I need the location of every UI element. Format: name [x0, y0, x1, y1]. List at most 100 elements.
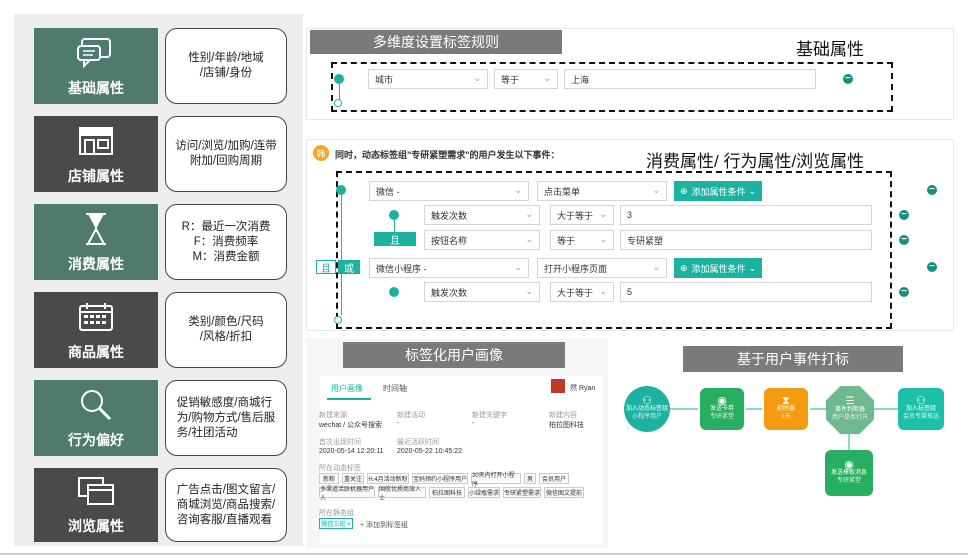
tab-profile[interactable]: 用户画像 — [331, 384, 363, 393]
field-label: 最近活跃时间 — [397, 439, 439, 446]
field-label: 新建活动 — [397, 412, 425, 419]
tag-chip[interactable]: 男 — [524, 473, 536, 484]
cond-field-select[interactable]: 触发次数⌄ — [424, 282, 540, 302]
store-icon — [74, 124, 118, 158]
chevron-down-icon: ⌄ — [525, 234, 533, 244]
windows-icon — [74, 474, 118, 508]
profile-card — [320, 376, 602, 544]
remove-icon[interactable]: − — [843, 74, 853, 84]
remove-icon[interactable]: − — [899, 235, 909, 245]
category-store[interactable]: 店铺属性 — [34, 116, 158, 192]
flow-title: 基于用户事件打标 — [683, 346, 903, 372]
tab-timeline[interactable]: 时间轴 — [383, 384, 407, 393]
event-dashed-box — [336, 171, 892, 329]
or-toggle[interactable]: 或 — [338, 260, 360, 275]
cond-value-input[interactable]: 3 — [620, 205, 872, 225]
field-value: wechat / 公众号搜索 — [319, 422, 383, 429]
category-basic[interactable]: 基础属性 — [34, 28, 158, 104]
remove-icon[interactable]: − — [927, 185, 937, 195]
tag-chip[interactable]: 30天内打开小程序 — [471, 473, 521, 488]
tag-chip[interactable]: 小绿瓶需求 — [468, 487, 500, 498]
chevron-down-icon: ⌄ — [748, 185, 757, 196]
value-input[interactable]: 上海 — [564, 69, 816, 89]
chevron-down-icon: ⌄ — [514, 185, 522, 195]
field-label: 首次出现时间 — [319, 439, 361, 446]
flow-arrow — [746, 408, 762, 410]
add-condition-button[interactable]: ⊕添加属性条件⌄ — [674, 181, 762, 201]
category-desc: 性别/年龄/地域/店铺/身份 — [165, 28, 287, 104]
tag-chip[interactable]: 柏拉图科技 — [429, 487, 465, 498]
cond-op-select[interactable]: 大于等于⌄ — [550, 205, 614, 225]
flow-arrow — [670, 408, 698, 410]
cond-op-select[interactable]: 等于⌄ — [550, 230, 614, 250]
add-condition-button[interactable]: ⊕添加属性条件⌄ — [674, 258, 762, 278]
tag-chip[interactable]: 专研紧塑需求 — [503, 487, 541, 498]
add-rule-icon[interactable] — [334, 99, 342, 107]
event-attr-label: 消费属性/ 行为属性/浏览属性 — [646, 152, 865, 171]
hourglass-icon: ⧗ — [782, 395, 790, 407]
tag-chip[interactable]: 国航优质商旅人士 — [378, 487, 426, 502]
flow-node-event-judge[interactable]: ☰ 事件判断器用户是否打开 — [826, 386, 874, 434]
operator-select[interactable]: 等于⌄ — [494, 69, 558, 89]
flow-node-send-template[interactable]: ◉ 发送模板消息专研紧塑 — [825, 450, 873, 496]
remove-icon[interactable]: − — [927, 262, 937, 272]
plus-icon: ⊕ — [680, 185, 688, 196]
category-consume[interactable]: 消费属性 — [34, 204, 158, 280]
bottom-divider — [0, 553, 968, 555]
basic-dashed-box — [331, 62, 893, 112]
rule-panel-title: 多维度设置标签规则 — [310, 30, 562, 54]
field-select[interactable]: 城市⌄ — [368, 69, 488, 89]
flow-node-join-group[interactable]: ⚇ 加入标签组会员专属推送 — [898, 388, 944, 430]
chevron-down-icon: ⌄ — [525, 286, 533, 296]
tag-chip[interactable]: 会员用户 — [539, 473, 569, 484]
event-source-select[interactable]: 微信小程序 -⌄ — [369, 258, 529, 278]
tag-chip[interactable]: 微信图文提前 — [544, 487, 584, 498]
cond-connector — [394, 220, 395, 234]
tag-chip[interactable]: 重关注 — [342, 473, 364, 484]
field-value: - — [472, 420, 475, 427]
tag-chip[interactable]: 新粉 — [319, 473, 339, 484]
remove-icon[interactable]: − — [899, 287, 909, 297]
static-group-chip[interactable]: 微信三班 × — [319, 518, 353, 529]
static-group-label: 所在静态组 — [319, 510, 354, 517]
and-toggle[interactable]: 且 — [374, 232, 416, 247]
category-browse[interactable]: 浏览属性 — [34, 468, 158, 542]
tag-chip[interactable]: 多渠道活跃机器用户人 — [319, 487, 375, 502]
field-label: 新建来源 — [319, 412, 347, 419]
category-goods[interactable]: 商品属性 — [34, 292, 158, 368]
category-label: 基础属性 — [68, 80, 124, 96]
event-badge-icon: 韩 — [313, 145, 329, 161]
category-desc: 广告点击/图文留言/商城浏览/商品搜索/咨询客服/直播观看 — [165, 468, 287, 542]
field-value: - — [397, 420, 400, 427]
event-action-select[interactable]: 打开小程序页面⌄ — [537, 258, 667, 278]
chevron-down-icon: ⌄ — [599, 234, 607, 244]
category-label: 商品属性 — [68, 344, 124, 360]
cond-field-select[interactable]: 按钮名称⌄ — [424, 230, 540, 250]
remove-icon[interactable]: − — [899, 210, 909, 220]
flow-node-join-dynamic[interactable]: ⚇ 加入动态标签组小程序用户 — [624, 386, 670, 432]
cond-field-select[interactable]: 触发次数⌄ — [424, 205, 540, 225]
cond-value-input[interactable]: 5 — [620, 282, 872, 302]
user-name: 然 Ryan — [570, 385, 596, 392]
tag-chip[interactable]: H.4月活动新粉 — [367, 473, 409, 484]
flow-node-send-coupon[interactable]: ◉ 发送卡券专研紧塑 — [700, 388, 744, 430]
cond-op-select[interactable]: 大于等于⌄ — [550, 282, 614, 302]
calendar-icon — [74, 300, 118, 334]
tag-chip[interactable]: 宝妈预约小程序用户 — [412, 473, 468, 484]
event-action-select[interactable]: 点击菜单⌄ — [537, 181, 667, 201]
avatar — [551, 379, 565, 393]
add-event-icon[interactable] — [334, 316, 342, 324]
category-behavior[interactable]: 行为偏好 — [34, 380, 158, 456]
flow-arrow — [810, 408, 826, 410]
add-to-group-link[interactable]: + 添加到标签组 — [360, 522, 409, 529]
event-source-select[interactable]: 微信 -⌄ — [369, 181, 529, 201]
cond-value-input[interactable]: 专研紧塑 — [620, 230, 872, 250]
field-label: 新建关键字 — [472, 412, 507, 419]
category-desc: 访问/浏览/加购/连带附加/回购周期 — [165, 116, 287, 192]
category-label: 浏览属性 — [68, 518, 124, 534]
and-toggle[interactable]: 且 — [316, 260, 336, 275]
profile-title: 标签化用户画像 — [343, 342, 565, 368]
